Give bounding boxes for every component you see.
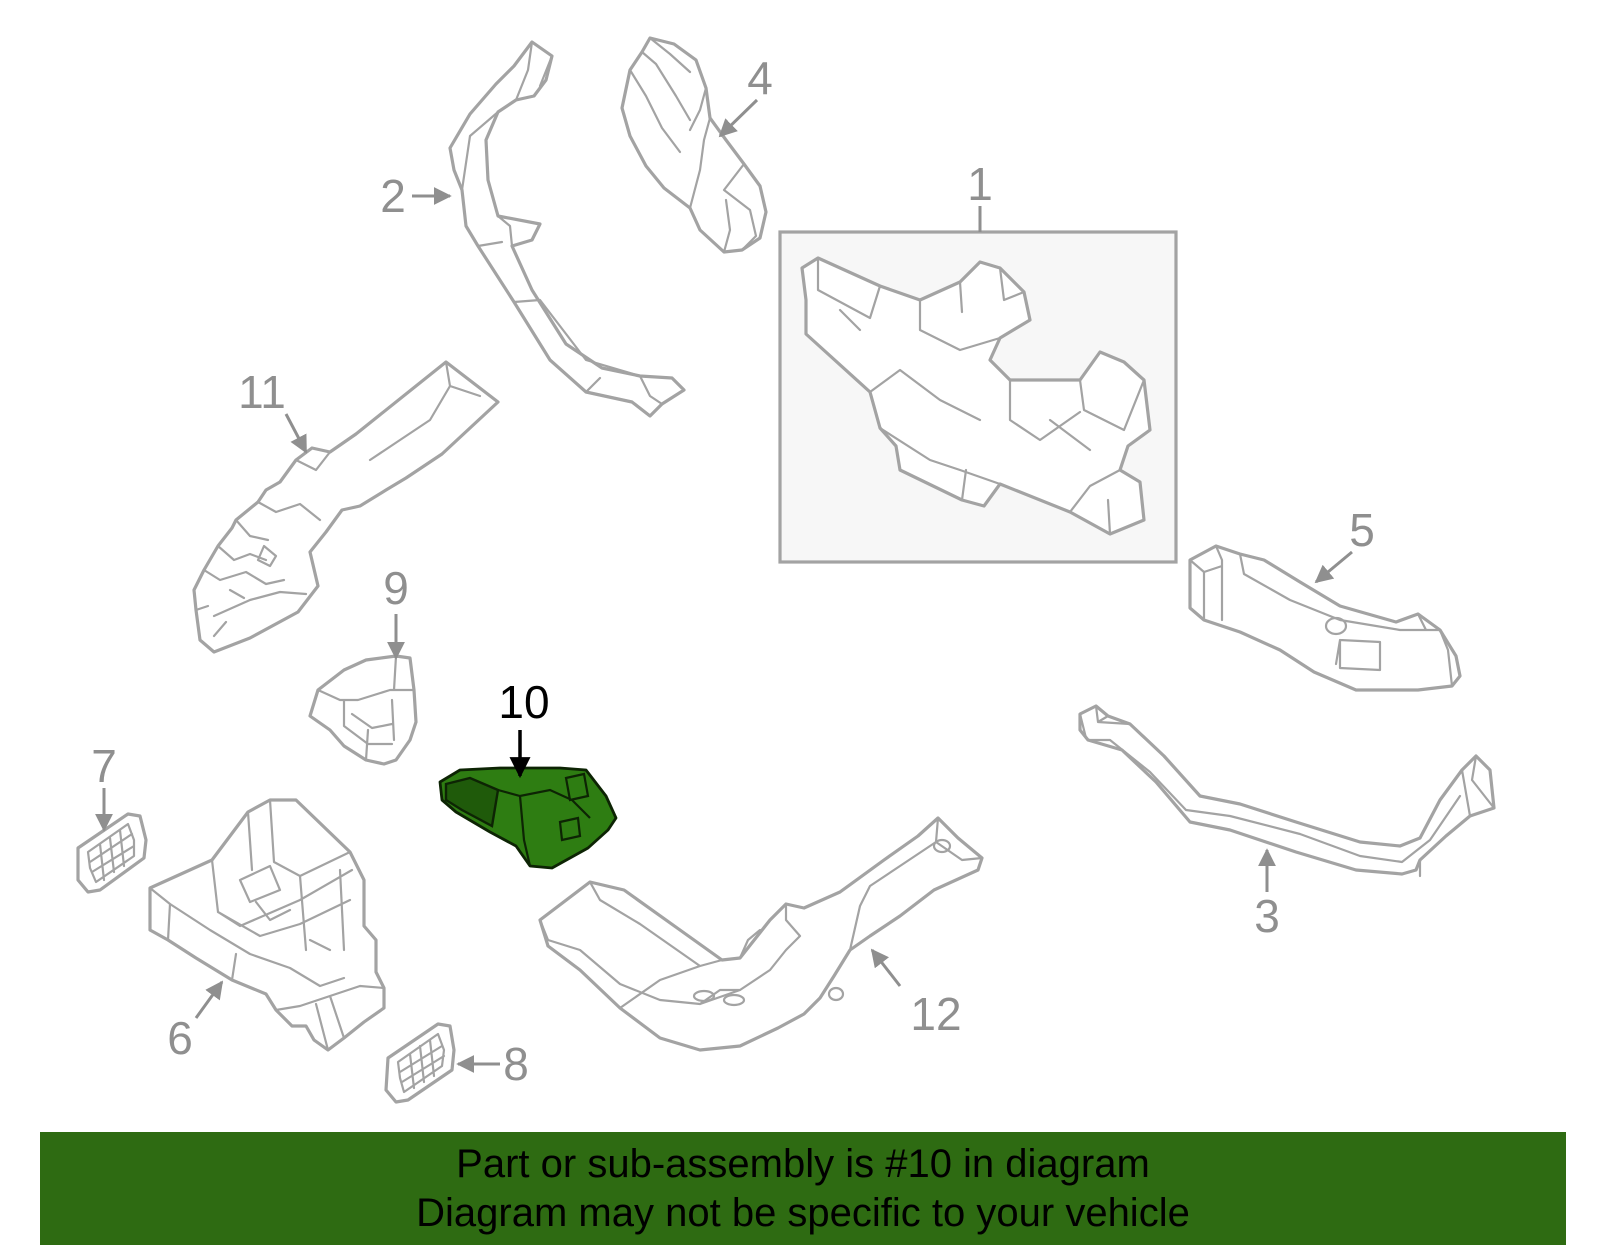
callout-9: 9 <box>383 562 409 614</box>
part-1-inset[interactable] <box>778 230 1178 564</box>
callout-1: 1 <box>967 158 993 210</box>
part-2-duct[interactable] <box>448 40 686 418</box>
part-7-grille[interactable] <box>76 812 148 894</box>
part-12-duct[interactable] <box>538 816 984 1052</box>
part-4-duct[interactable] <box>620 36 768 254</box>
leader-6 <box>194 980 224 1019</box>
callout-12: 12 <box>910 988 961 1040</box>
parts-diagram: 1 2 3 4 5 6 7 8 9 10 11 12 <box>76 36 1496 1104</box>
part-8-grille[interactable] <box>384 1022 456 1104</box>
info-banner: Part or sub-assembly is #10 in diagram D… <box>40 1132 1566 1245</box>
leader-12 <box>870 948 902 987</box>
callout-5: 5 <box>1349 504 1375 556</box>
callout-6: 6 <box>167 1012 193 1064</box>
callout-3: 3 <box>1254 890 1280 942</box>
leader-5 <box>1314 550 1353 584</box>
leader-11 <box>284 413 308 454</box>
part-9-duct[interactable] <box>308 654 418 766</box>
callout-labels: 1 2 3 4 5 6 7 8 9 10 11 12 <box>91 52 1375 1090</box>
part-10-duct-highlighted[interactable] <box>438 766 618 870</box>
callout-8: 8 <box>503 1038 529 1090</box>
leader-4 <box>718 98 759 138</box>
part-6-housing[interactable] <box>148 798 386 1052</box>
part-11-duct[interactable] <box>192 360 500 654</box>
callout-4: 4 <box>747 52 773 104</box>
part-3-duct[interactable] <box>1078 704 1496 878</box>
leader-lines <box>95 98 1353 1073</box>
banner-line-1: Part or sub-assembly is #10 in diagram <box>456 1142 1150 1186</box>
part-5-duct[interactable] <box>1188 544 1462 692</box>
banner-line-2: Diagram may not be specific to your vehi… <box>416 1191 1190 1235</box>
callout-10: 10 <box>498 676 549 728</box>
callout-7: 7 <box>91 740 117 792</box>
callout-11: 11 <box>238 366 286 418</box>
callout-2: 2 <box>380 170 406 222</box>
